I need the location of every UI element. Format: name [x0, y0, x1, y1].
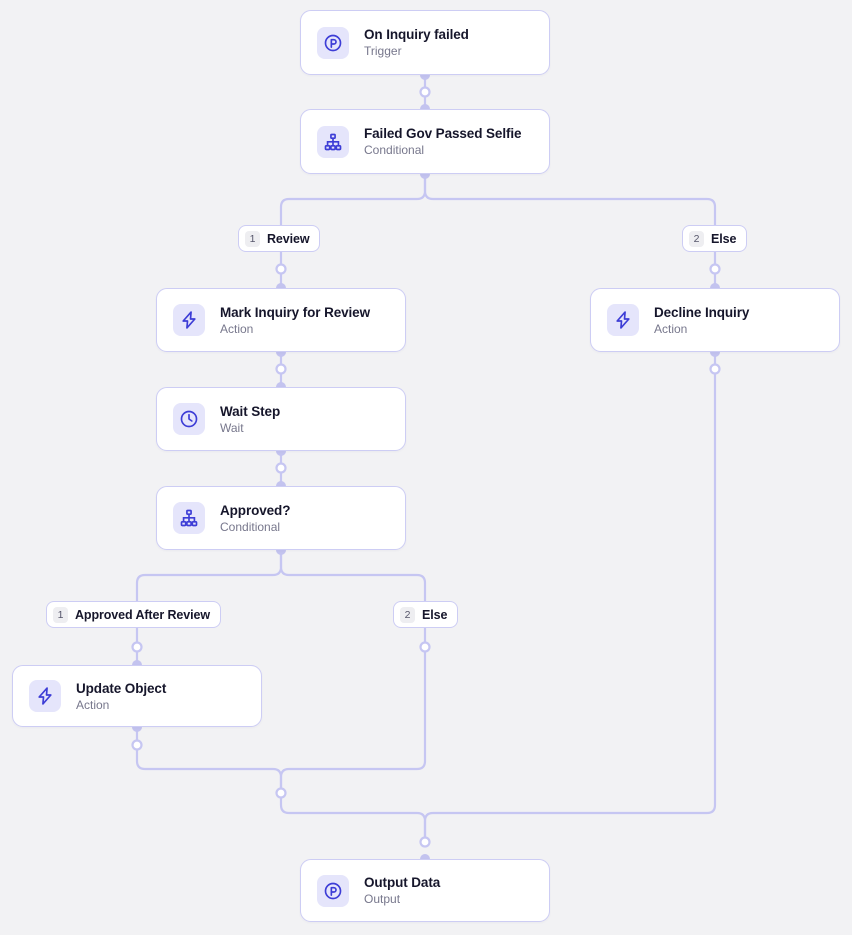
branch-number: 1: [245, 230, 260, 247]
node-on-inquiry-failed[interactable]: On Inquiry failed Trigger: [300, 10, 550, 75]
branch-number: 2: [400, 606, 415, 623]
branch-label-text: Approved After Review: [75, 607, 210, 622]
node-subtitle: Action: [220, 321, 254, 336]
node-title: Mark Inquiry for Review: [220, 304, 370, 320]
node-output-data[interactable]: Output Data Output: [300, 859, 550, 922]
persona-p-circle-icon: [317, 26, 349, 59]
node-title: Decline Inquiry: [654, 304, 750, 320]
node-subtitle: Trigger: [364, 44, 402, 58]
node-update-object[interactable]: Update Object Action: [12, 665, 262, 727]
node-decline-inquiry[interactable]: Decline Inquiry Action: [590, 288, 840, 352]
lightning-bolt-icon: [29, 680, 61, 712]
node-subtitle: Action: [76, 697, 110, 712]
branch-label-else-bottom[interactable]: 2 Else: [393, 601, 459, 628]
node-mark-inquiry-for-review[interactable]: Mark Inquiry for Review Action: [156, 288, 406, 352]
lightning-bolt-icon: [607, 304, 639, 336]
branch-number: 2: [689, 230, 704, 247]
branch-label-approved-after-review[interactable]: 1 Approved After Review: [46, 601, 221, 628]
sitemap-icon: [317, 125, 349, 158]
node-subtitle: Wait: [220, 420, 244, 435]
node-title: Failed Gov Passed Selfie: [364, 126, 522, 141]
node-title: Update Object: [76, 680, 167, 696]
sitemap-icon: [173, 502, 205, 534]
node-title: Approved?: [220, 502, 291, 518]
node-subtitle: Action: [654, 321, 688, 336]
node-subtitle: Conditional: [364, 143, 425, 157]
node-title: On Inquiry failed: [364, 27, 469, 42]
node-subtitle: Output: [364, 892, 401, 906]
node-failed-gov-passed-selfie[interactable]: Failed Gov Passed Selfie Conditional: [300, 109, 550, 174]
node-approved-question[interactable]: Approved? Conditional: [156, 486, 406, 550]
clock-icon: [173, 403, 205, 435]
branch-label-review[interactable]: 1 Review: [238, 225, 321, 252]
lightning-bolt-icon: [173, 304, 205, 336]
branch-label-text: Else: [711, 231, 737, 246]
branch-label-text: Review: [267, 231, 310, 246]
node-title: Wait Step: [220, 403, 281, 419]
persona-p-circle-icon: [317, 874, 349, 907]
branch-label-else-top[interactable]: 2 Else: [682, 225, 748, 252]
node-title: Output Data: [364, 875, 441, 890]
node-subtitle: Conditional: [220, 519, 281, 534]
branch-label-text: Else: [422, 607, 448, 622]
branch-number: 1: [53, 606, 68, 623]
node-wait-step[interactable]: Wait Step Wait: [156, 387, 406, 451]
